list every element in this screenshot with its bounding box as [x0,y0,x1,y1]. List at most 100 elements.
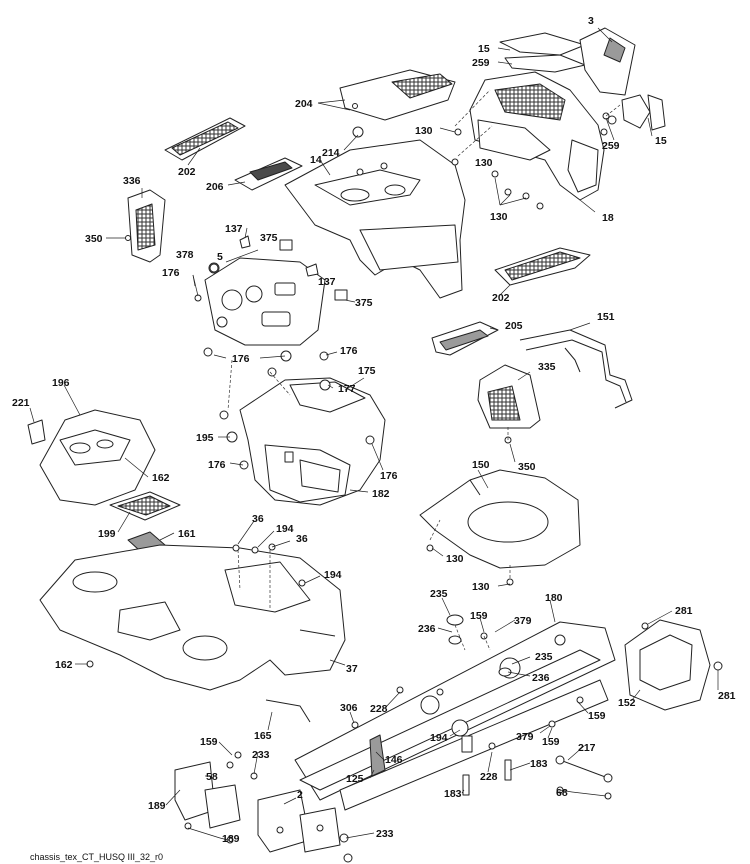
part-label: 204 [295,98,313,110]
part-label: 130 [475,157,493,169]
part-label: 183 [444,788,462,800]
part-label: 18 [602,212,614,224]
part-label: 161 [178,528,196,540]
side-panel-336 [127,189,166,263]
part-label: 5 [217,251,223,263]
part-label: 177 [338,383,356,395]
part-label: 199 [98,528,116,540]
tie-rod-217 [555,755,613,783]
part-label: 233 [252,749,270,761]
part-label: 159 [542,736,560,748]
part-label: 130 [490,211,508,223]
part-label: 233 [376,828,394,840]
part-label: 194 [324,569,342,581]
part-label: 228 [370,703,388,715]
part-label: 195 [196,432,214,444]
part-label: 3 [588,15,594,27]
dash-grille-206 [234,157,303,191]
front-nose-assembly [469,27,666,201]
part-label: 379 [514,615,532,627]
part-label: 176 [340,345,358,357]
part-label: 375 [355,297,373,309]
part-label: 14 [310,154,322,166]
part-label: 335 [538,361,556,373]
part-label: 176 [380,470,398,482]
part-label: 378 [176,249,194,261]
leader-lines [227,89,621,651]
part-label: 350 [85,233,103,245]
part-label: 130 [446,553,464,565]
part-label: 165 [254,730,272,742]
part-label: 159 [200,736,218,748]
part-label: 159 [470,610,488,622]
chassis-frame-180 [294,621,616,811]
label-leaders [29,27,719,841]
part-label: 176 [232,353,250,365]
part-label: 214 [322,147,340,159]
part-number-labels: 3 15 259 204 130 259 15 214 14 130 202 2… [12,15,736,845]
dash-panel-5 [204,257,326,346]
part-label: 206 [206,181,224,193]
part-label: 189 [222,833,240,845]
part-label: 58 [206,771,218,783]
part-label: 176 [208,459,226,471]
part-label: 162 [55,659,73,671]
hood-cover-part [339,69,456,121]
axle-bracket-2 [257,789,341,853]
part-label: 202 [178,166,196,178]
clip-parts [239,235,348,301]
rear-body-196 [27,409,156,506]
main-hood [284,139,466,299]
part-label: 183 [530,758,548,770]
part-label: 205 [505,320,523,332]
part-label: 137 [318,276,336,288]
part-label: 159 [588,710,606,722]
steering-support-182 [239,377,386,506]
part-label: 162 [152,472,170,484]
part-label: 228 [480,771,498,783]
part-label: 281 [718,690,736,702]
axle-bracket-58 [174,761,241,829]
part-label: 36 [296,533,308,545]
part-label: 152 [618,697,636,709]
part-label: 125 [346,773,364,785]
part-label: 202 [492,292,510,304]
part-label: 182 [372,488,390,500]
part-label: 236 [532,672,550,684]
part-label: 235 [430,588,448,600]
part-label: 194 [430,732,448,744]
part-label: 336 [123,175,141,187]
part-label: 68 [556,787,568,799]
part-label: 15 [478,43,490,55]
part-label: 194 [276,523,294,535]
fender-panel-335 [477,364,541,429]
part-label: 217 [578,742,596,754]
part-label: 379 [516,731,534,743]
part-label: 36 [252,513,264,525]
rear-bumper-152 [624,619,711,711]
part-label: 176 [162,267,180,279]
part-label: 130 [472,581,490,593]
part-label: 259 [602,140,620,152]
footrest-deck-37 [39,544,346,691]
part-label: 306 [340,702,358,714]
part-label: 15 [655,135,667,147]
part-label: 259 [472,57,490,69]
part-label: 236 [418,623,436,635]
cover-plate-150 [419,469,581,569]
bracket-151 [519,329,633,409]
side-grille-left [164,117,246,161]
part-label: 196 [52,377,70,389]
part-label: 281 [675,605,693,617]
part-label: 235 [535,651,553,663]
part-label: 180 [545,592,563,604]
part-label: 350 [518,461,536,473]
trim-panel-205 [431,321,499,356]
part-label: 146 [385,754,403,766]
deflector-199 [109,491,181,521]
part-label: 37 [346,663,358,675]
part-label: 130 [415,125,433,137]
part-label: 221 [12,397,30,409]
